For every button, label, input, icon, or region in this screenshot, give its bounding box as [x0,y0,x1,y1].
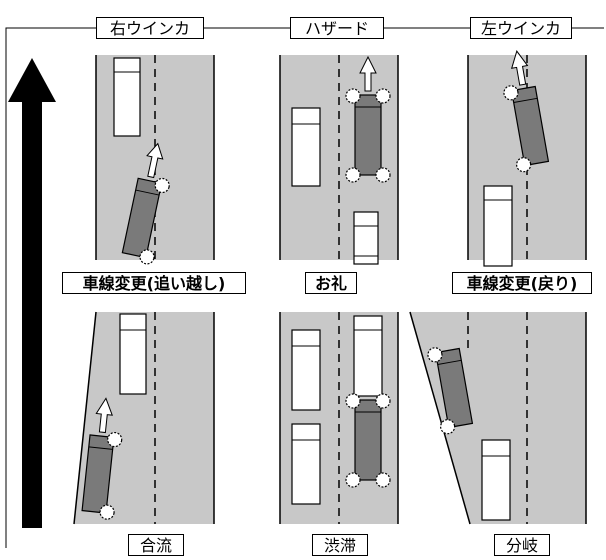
car [291,329,321,411]
truck [345,55,391,183]
label-lane-change-return: 車線変更(戻り) [452,272,592,294]
truck [81,397,123,521]
header-left-signal: 左ウインカ [470,17,572,39]
forward-arrow-icon [8,58,56,528]
header-hazard: ハザード [290,17,384,39]
frame-line [5,27,96,548]
direction-arrow-icon [359,55,377,92]
panel-lane-change-overtake [95,55,215,266]
truck [121,142,172,266]
panel-branch [409,311,587,525]
car [113,57,141,137]
car [353,211,379,265]
car [291,423,321,505]
truck [426,346,474,436]
label-merge: 合流 [128,534,184,556]
label-branch: 分岐 [494,534,550,556]
truck [345,393,391,488]
panel-traffic-jam [279,312,399,524]
direction-arrow-icon [510,50,529,86]
car [119,313,147,395]
direction-arrow-icon [146,142,164,179]
direction-arrow-icon [95,397,113,434]
truck [502,50,550,174]
label-lane-change-overtake: 車線変更(追い越し) [62,272,246,294]
car [483,185,513,267]
car [291,107,321,187]
panel-thanks [279,55,399,265]
panel-merge [73,311,215,525]
header-right-signal: 右ウインカ [96,17,204,39]
panel-lane-change-return [467,50,587,267]
car [353,315,383,397]
car [481,439,511,521]
label-thanks: お礼 [305,272,357,294]
label-traffic-jam: 渋滞 [312,534,368,556]
